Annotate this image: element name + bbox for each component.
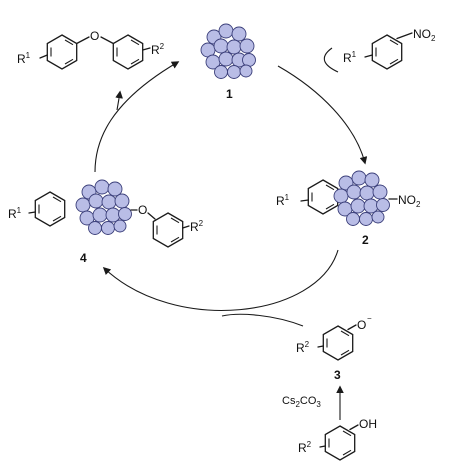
arrow-1-to-2: [277, 65, 368, 165]
phenoxide-charge: −: [367, 314, 372, 323]
arrow-4-to-1: [94, 61, 180, 173]
product-diaryl-ether: O R1 R2: [17, 29, 165, 70]
compound-1-label: 1: [226, 87, 233, 101]
base-reagent-label: Cs2CO3: [282, 395, 321, 409]
nitroarene-entry-curve: [323, 47, 339, 73]
r2-label-phenoxide: R2: [296, 340, 310, 355]
ether-oxygen-label: O: [90, 29, 99, 43]
r1-label-nitroarene: R1: [343, 50, 357, 65]
phenol-reactant: OH R2: [298, 417, 377, 461]
r2-label-phenol: R2: [298, 440, 312, 455]
r2-label-product: R2: [151, 42, 165, 57]
hydroxyl-label: OH: [359, 417, 377, 431]
nitroarene-reactant: NO2 R1: [343, 27, 436, 70]
phenoxide-oxygen-label: O: [357, 318, 366, 332]
catalyst-cluster-1: 1: [200, 23, 256, 101]
r1-label-product: R1: [17, 51, 31, 66]
compound-4-label: 4: [80, 251, 87, 265]
phenoxide-entry-curve: [221, 313, 304, 327]
ether-oxygen-label-4: O: [138, 203, 147, 217]
arrow-2-to-4: [102, 249, 339, 312]
intermediate-2: R1 NO2 2: [276, 170, 421, 247]
r1-label-intermediate-4: R1: [8, 206, 22, 221]
intermediate-4: R1 O R2 4: [8, 179, 204, 265]
phenoxide-3: O − R2 3: [296, 314, 372, 382]
r2-label-intermediate-4: R2: [190, 219, 204, 234]
compound-3-label: 3: [334, 368, 341, 382]
compound-2-label: 2: [362, 233, 369, 247]
nitro-label-reactant: NO2: [413, 27, 436, 43]
r1-label-intermediate-2: R1: [276, 193, 290, 208]
nitro-label-intermediate-2: NO2: [398, 193, 421, 209]
product-release-arrow: [115, 90, 123, 111]
